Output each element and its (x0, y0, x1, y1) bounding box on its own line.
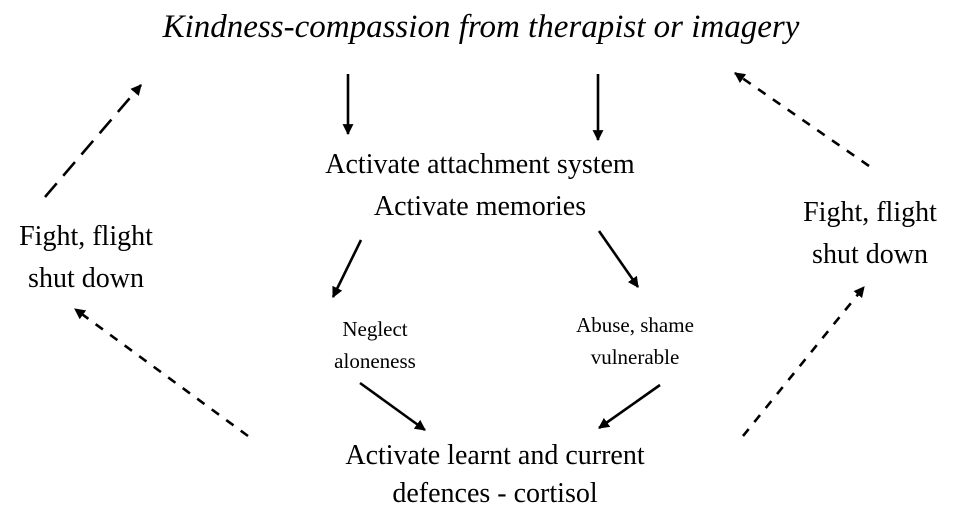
right-fight-flight-label: Fight, flight (803, 197, 937, 228)
vulnerable-label: vulnerable (590, 344, 680, 369)
arrow-memories-to-neglect (331, 239, 363, 298)
abuse-shame-label: Abuse, shame (576, 313, 694, 337)
attachment-system-label: Activate attachment system (325, 149, 635, 180)
neglect-label: Neglect (342, 317, 408, 341)
defences-node: Activate learnt and current defences - c… (250, 437, 740, 513)
arrow-defences-to-left-fight (74, 307, 249, 438)
left-fight-flight-node: Fight, flight shut down (0, 216, 172, 300)
arrow-left-fight-to-title (44, 84, 142, 198)
right-fight-flight-node: Fight, flight shut down (784, 192, 956, 276)
arrow-memories-to-abuse (597, 230, 640, 288)
arrow-abuse-to-defences (598, 383, 661, 430)
learnt-current-label: Activate learnt and current (345, 440, 645, 471)
arrow-right-fight-to-title (734, 71, 870, 168)
title-text: Kindness-compassion from therapist or im… (162, 9, 800, 45)
arrow-defences-to-right-fight (741, 286, 866, 437)
abuse-node: Abuse, shame vulnerable (540, 310, 730, 373)
attachment-memories-node: Activate attachment system Activate memo… (250, 144, 710, 228)
neglect-node: Neglect aloneness (300, 314, 450, 377)
memories-label: Activate memories (373, 191, 587, 222)
defences-cortisol-label: defences - cortisol (392, 477, 598, 509)
left-fight-flight-label: Fight, flight (19, 221, 153, 252)
right-shut-down-label: shut down (812, 239, 928, 270)
arrow-neglect-to-defences (359, 381, 426, 432)
left-shut-down-label: shut down (28, 263, 144, 294)
diagram-title: Kindness-compassion from therapist or im… (0, 8, 962, 48)
aloneness-label: aloneness (334, 348, 416, 373)
